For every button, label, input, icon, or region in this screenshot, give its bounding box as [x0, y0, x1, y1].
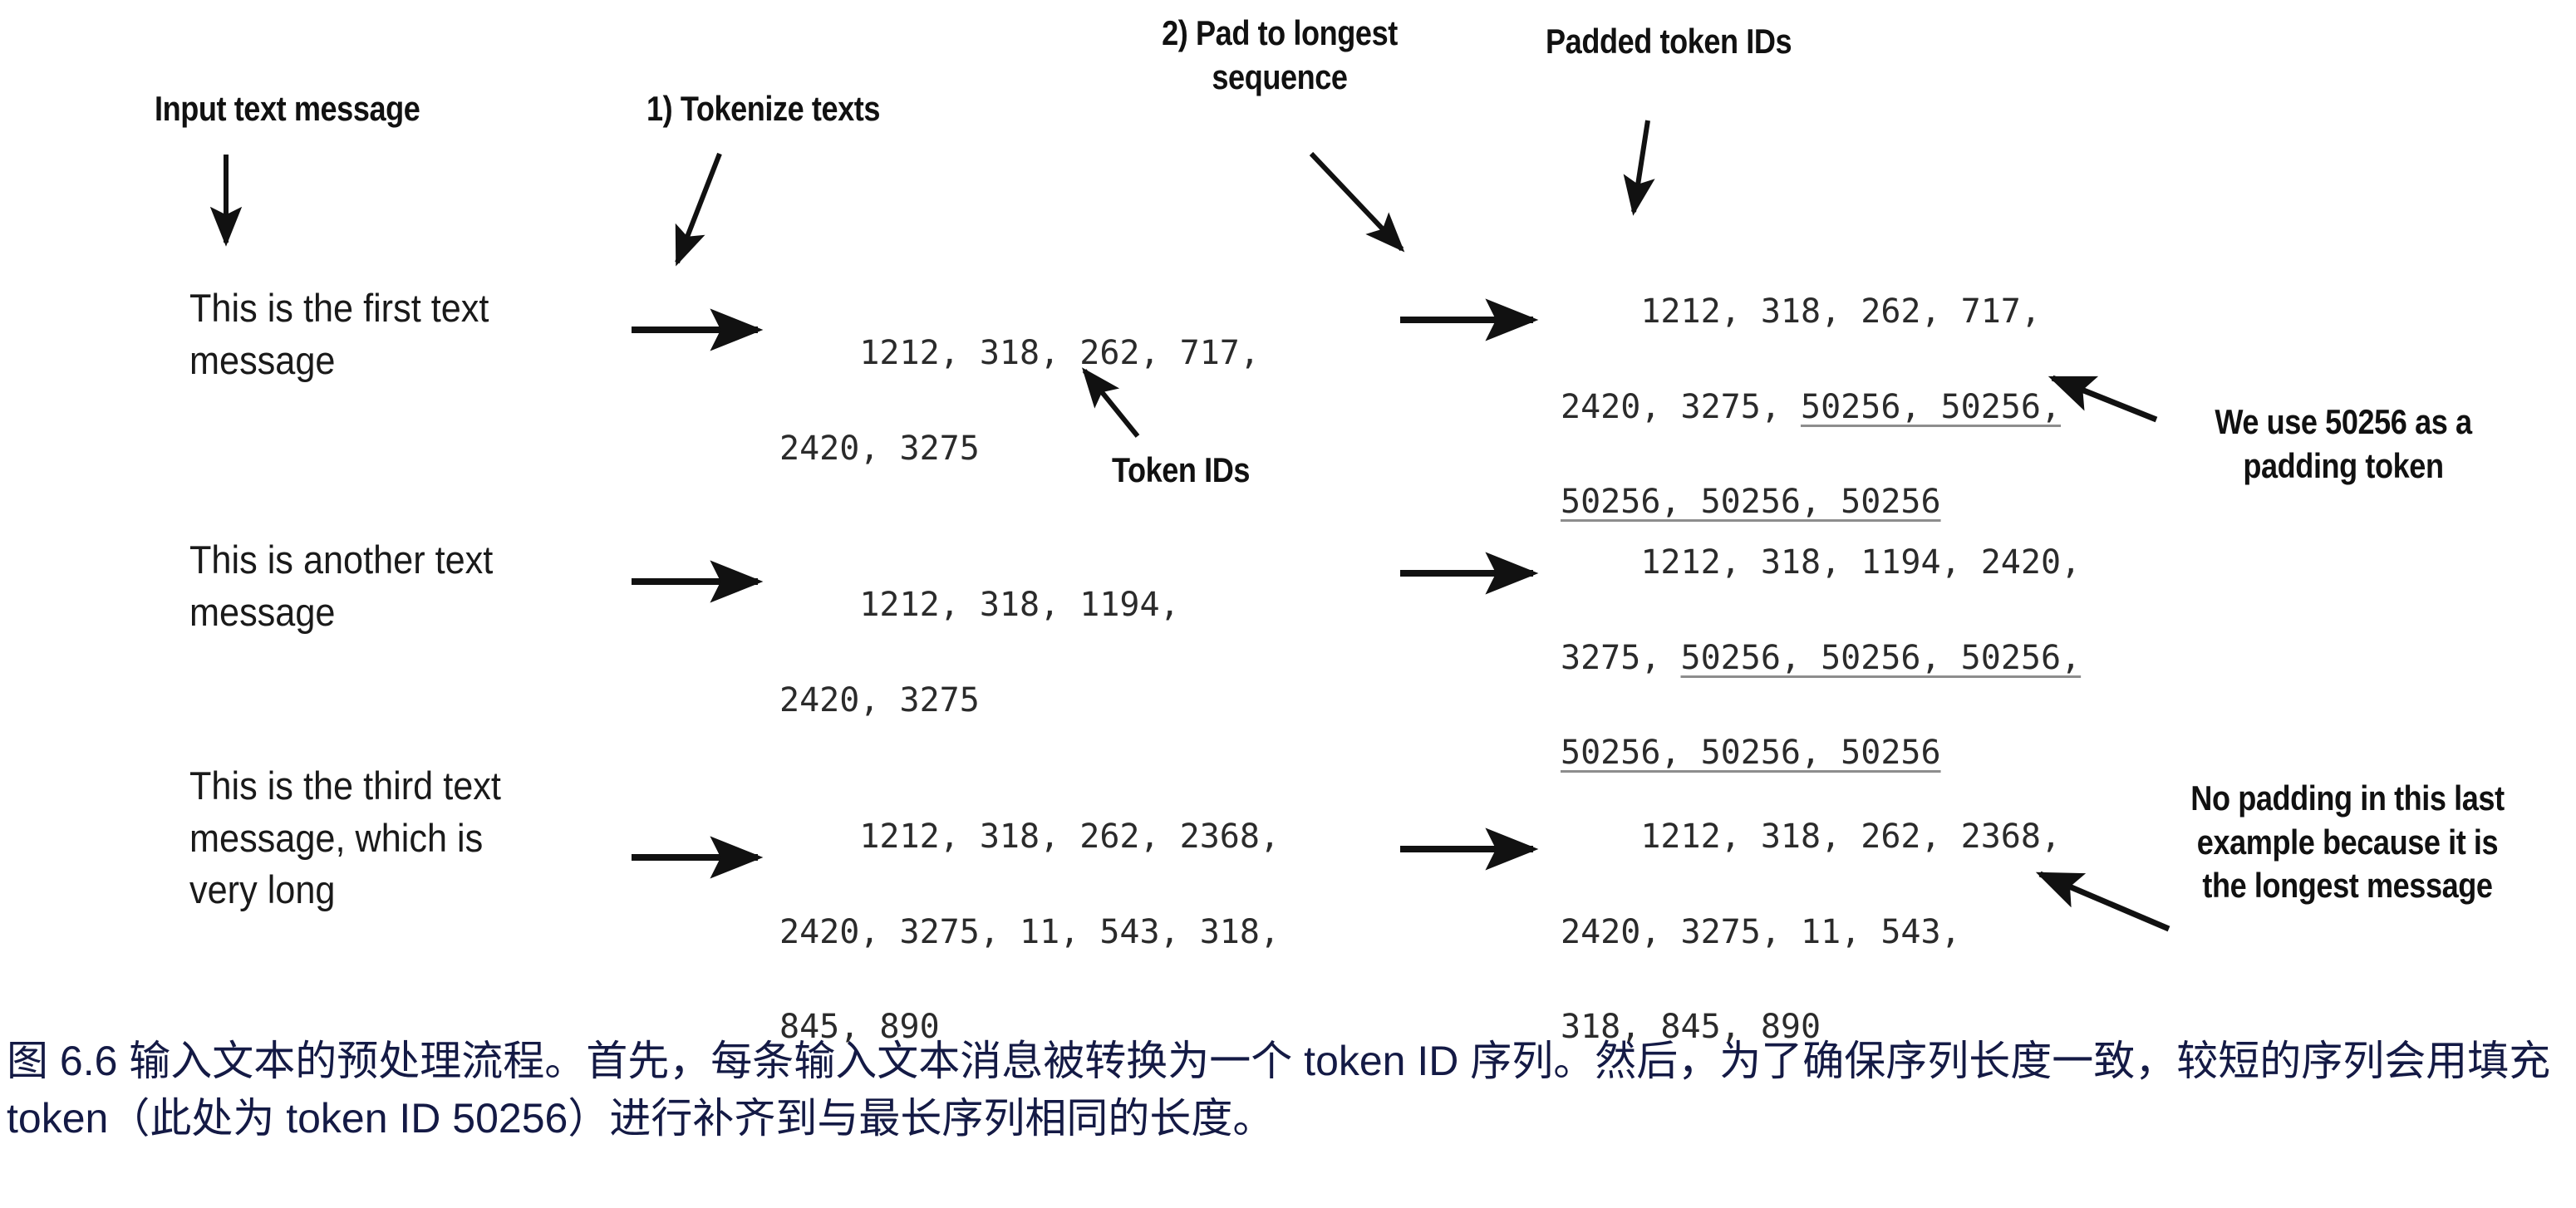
- token-ids-3: 1212, 318, 262, 2368, 2420, 3275, 11, 54…: [779, 766, 1280, 1098]
- no-padding-note: No padding in this last example because …: [2115, 777, 2576, 908]
- padded-1-l2-plain: 2420, 3275,: [1561, 387, 1801, 426]
- padded-2-l2-pad: 50256, 50256, 50256,: [1680, 638, 2082, 677]
- label-pad-to-longest-sequence: 2) Pad to longest sequence: [1105, 12, 1454, 99]
- token-ids-3-line1: 1212, 318, 262, 2368,: [859, 818, 1281, 857]
- no-padding-note-line1: No padding in this last: [2190, 778, 2505, 818]
- figure-caption: 图 6.6 输入文本的预处理流程。首先，每条输入文本消息被转换为一个 token…: [7, 1038, 2551, 1142]
- label-token-ids: Token IDs: [1112, 450, 1251, 489]
- input-message-2: This is another text message: [189, 538, 494, 634]
- input-message-3: This is the third text message, which is…: [189, 764, 501, 911]
- label-pad-to-longest-line2: sequence: [1212, 56, 1348, 96]
- padded-1-l2-pad: 50256, 50256,: [1800, 387, 2062, 426]
- figure-diagram: Input text message 1) Tokenize texts 2) …: [155, 12, 2576, 1046]
- arrow-tokenize-texts: [675, 152, 722, 267]
- input-message-1: This is the first text message: [189, 286, 489, 382]
- label-padded-token-ids: Padded token IDs: [1546, 22, 1792, 61]
- padded-2-l2-plain: 3275,: [1561, 638, 1681, 677]
- label-input-text-message: Input text message: [155, 89, 420, 128]
- padded-2-l1-plain: 1212, 318, 1194, 2420,: [1640, 543, 2082, 582]
- token-ids-2-line1: 1212, 318, 1194,: [859, 586, 1180, 625]
- padded-3-l1-plain: 1212, 318, 262, 2368,: [1640, 818, 2062, 857]
- token-ids-3-line3: 845, 890: [779, 1007, 940, 1046]
- token-ids-2: 1212, 318, 1194, 2420, 3275: [779, 534, 1180, 772]
- label-tokenize-texts: 1) Tokenize texts: [646, 89, 881, 128]
- padded-token-ids-1: 1212, 318, 262, 717, 2420, 3275, 50256, …: [1561, 241, 2061, 573]
- padding-token-note-line2: padding token: [2243, 445, 2444, 485]
- label-pad-to-longest-line1: 2) Pad to longest: [1162, 13, 1398, 52]
- padded-token-ids-2: 1212, 318, 1194, 2420, 3275, 50256, 5025…: [1561, 492, 2081, 824]
- padded-1-l3-pad: 50256, 50256, 50256: [1561, 482, 1941, 521]
- no-padding-note-line3: the longest message: [2202, 866, 2493, 905]
- padded-token-ids-3: 1212, 318, 262, 2368, 2420, 3275, 11, 54…: [1561, 766, 2061, 1098]
- token-ids-1-line2: 2420, 3275: [779, 429, 980, 468]
- padded-2-l3-pad: 50256, 50256, 50256: [1561, 733, 1941, 772]
- token-ids-3-line2: 2420, 3275, 11, 543, 318,: [779, 912, 1281, 951]
- padded-1-l1-plain: 1212, 318, 262, 717,: [1640, 292, 2041, 331]
- padded-3-l3-plain: 318, 845, 890: [1561, 1007, 1821, 1046]
- token-ids-1-line1: 1212, 318, 262, 717,: [859, 334, 1260, 373]
- token-ids-2-line2: 2420, 3275: [779, 680, 980, 719]
- no-padding-note-line2: example because it is: [2196, 822, 2499, 862]
- arrow-padded-token-ids: [1623, 120, 1655, 216]
- padding-token-note-line1: We use 50256 as a: [2215, 402, 2472, 441]
- padded-3-l2-plain: 2420, 3275, 11, 543,: [1561, 912, 1961, 951]
- arrow-pad-to-longest: [1309, 151, 1405, 253]
- token-ids-1: 1212, 318, 262, 717, 2420, 3275: [779, 282, 1260, 520]
- padding-token-note: We use 50256 as a padding token: [2127, 400, 2559, 488]
